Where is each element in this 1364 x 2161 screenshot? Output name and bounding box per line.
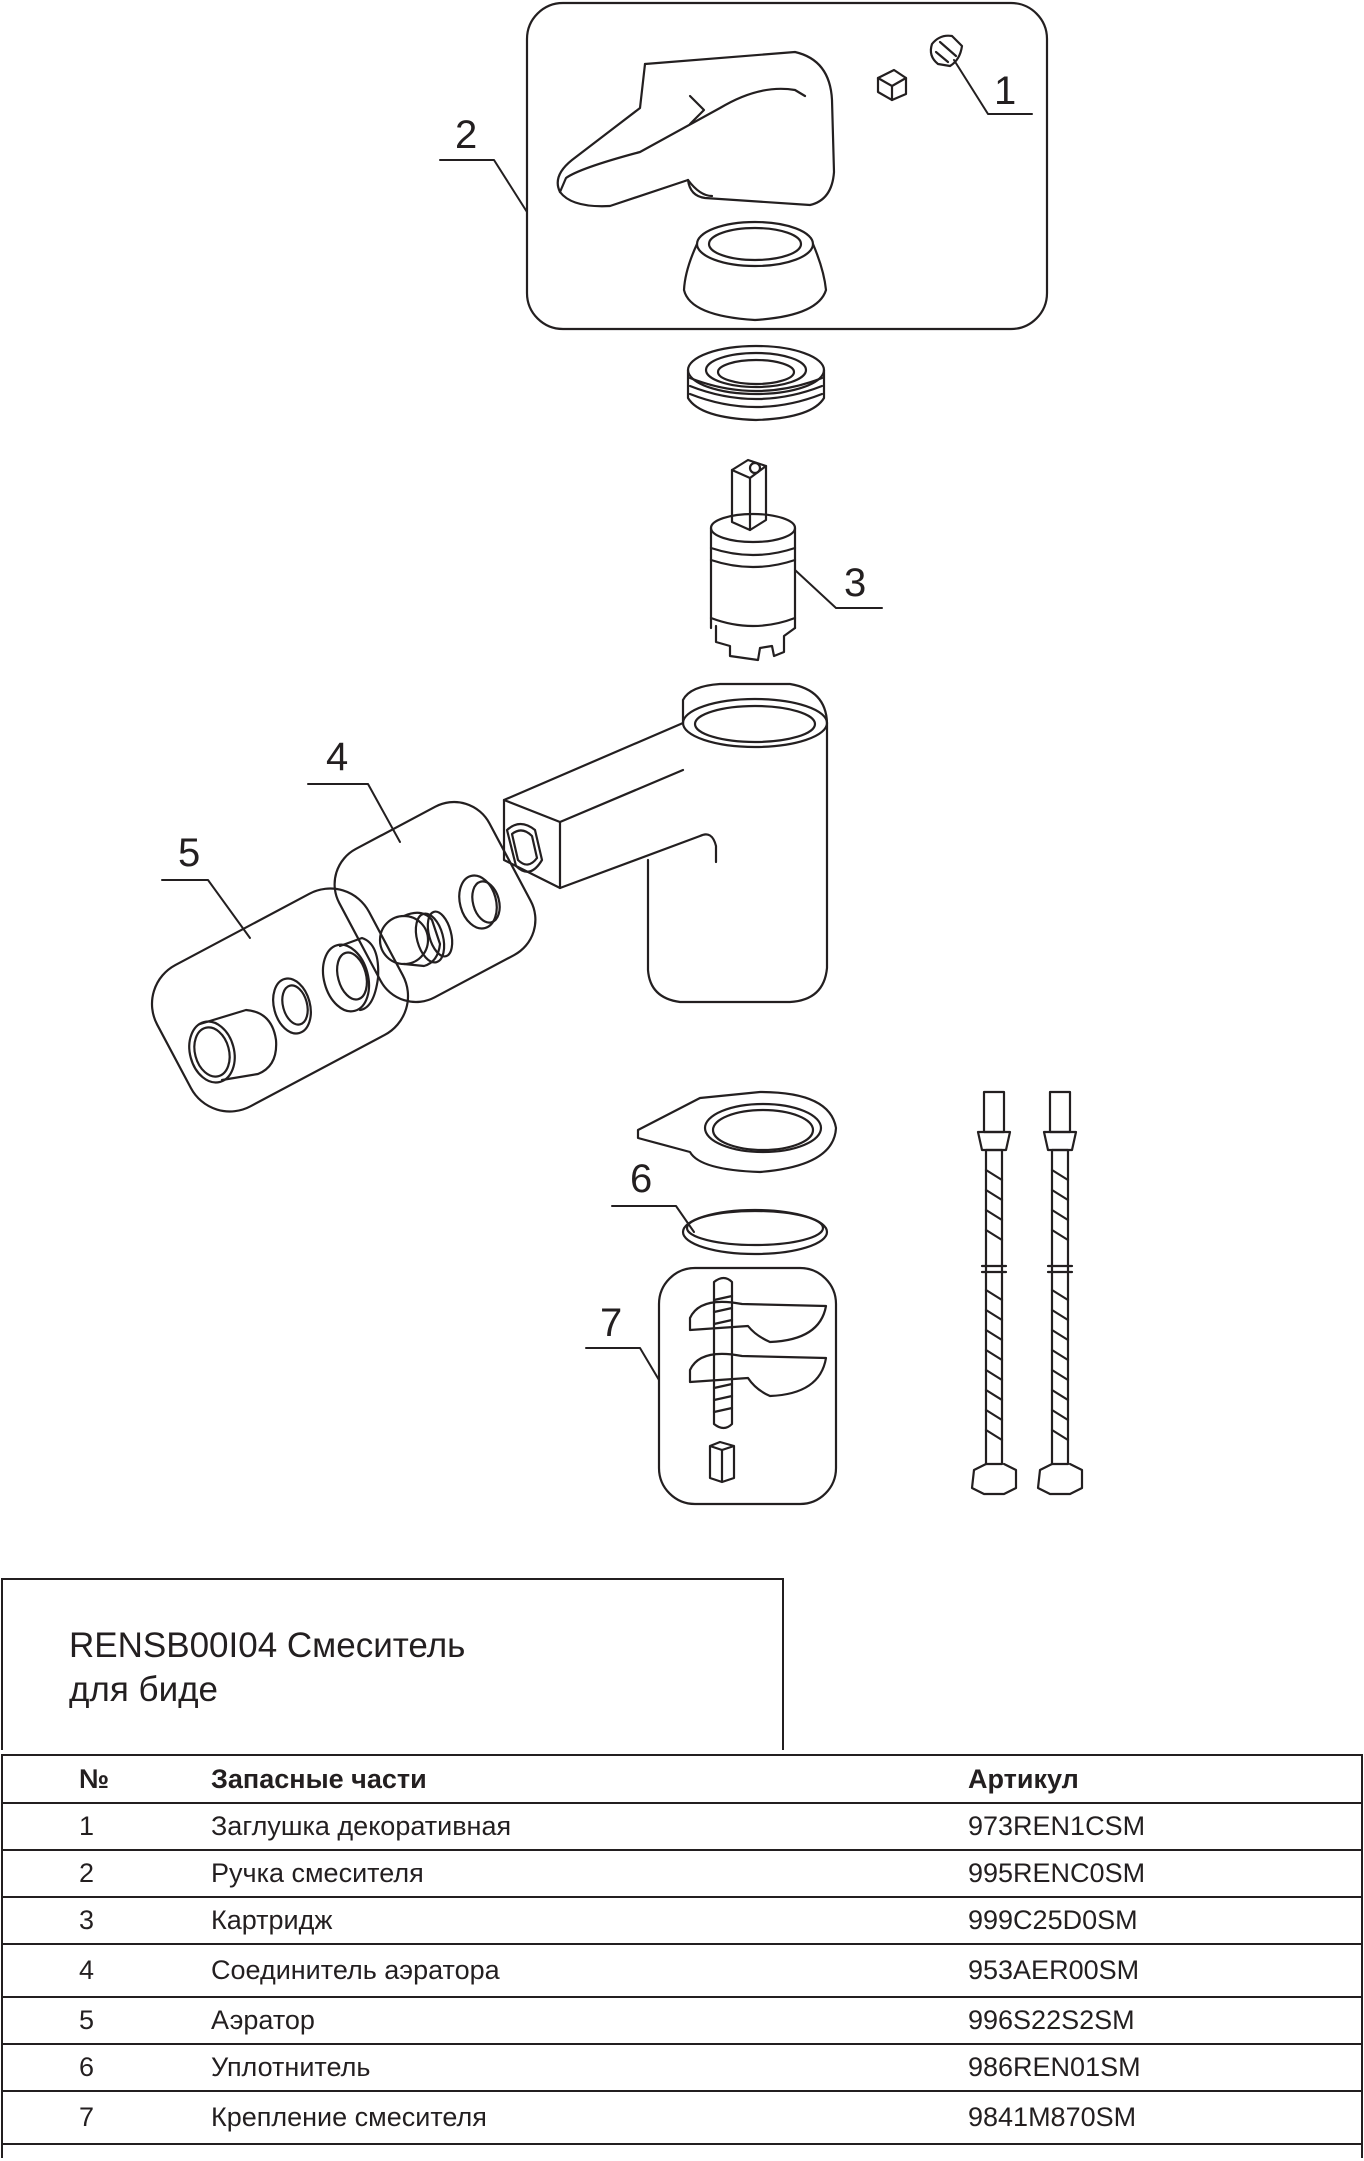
- table-row: 5 Аэратор 996S22S2SM: [1, 1996, 1363, 2045]
- cartridge-part: [709, 458, 797, 662]
- row-num: 5: [1, 1996, 131, 2045]
- row-article: 973REN1CSM: [968, 1802, 1363, 1851]
- flexible-hoses-part: [970, 1090, 1084, 1496]
- callout-labels: 1 2 3 4 5 6 7: [178, 69, 1016, 1345]
- mixer-body-part: [502, 682, 829, 1004]
- handle-part: [556, 50, 836, 208]
- table-row: 4 Соединитель аэратора 953AER00SM: [1, 1943, 1363, 1998]
- header-num: №: [1, 1754, 131, 1804]
- row-article: 9841M870SM: [968, 2090, 1363, 2145]
- row-num: 4: [1, 1943, 131, 1998]
- row-num: 2: [1, 1849, 131, 1898]
- row-name: Крепление смесителя: [131, 2090, 968, 2145]
- table-header-row: № Запасные части Артикул: [1, 1754, 1363, 1804]
- table-row: 6 Уплотнитель 986REN01SM: [1, 2043, 1363, 2092]
- row-name: Уплотнитель: [131, 2043, 968, 2092]
- row-num: 3: [1, 1896, 131, 1945]
- callout-4: 4: [326, 735, 348, 779]
- callout-7: 7: [600, 1301, 622, 1345]
- aerator-group-frame: [150, 887, 410, 1113]
- row-article: 999C25D0SM: [968, 1896, 1363, 1945]
- exploded-diagram: 1 2 3 4 5 6 7: [150, 1, 1084, 1506]
- seal-part: [681, 1208, 829, 1256]
- header-name: Запасные части: [131, 1754, 968, 1804]
- threaded-nut-part: [686, 344, 826, 422]
- spare-parts-table: № Запасные части Артикул 1 Заглушка деко…: [1, 1754, 1363, 2145]
- cap-part: [682, 220, 828, 322]
- callout-3: 3: [844, 561, 866, 605]
- row-num: 7: [1, 2090, 131, 2145]
- aerator-part: [188, 936, 380, 1084]
- callout-5: 5: [178, 831, 200, 875]
- leader-lines: [161, 59, 1033, 1381]
- table-row: 3 Картридж 999C25D0SM: [1, 1896, 1363, 1945]
- aerator-connector-part: [378, 874, 501, 968]
- row-name: Ручка смесителя: [131, 1849, 968, 1898]
- callout-6: 6: [630, 1157, 652, 1201]
- fastener-group-frame: [657, 1266, 838, 1506]
- connector-group-frame: [333, 800, 537, 1004]
- product-title: RENSB00I04 Смеситель для биде: [69, 1626, 466, 1709]
- header-article: Артикул: [968, 1754, 1363, 1804]
- row-article: 996S22S2SM: [968, 1996, 1363, 2045]
- row-name: Аэратор: [131, 1996, 968, 2045]
- base-plate-part: [636, 1090, 838, 1174]
- table-row: 2 Ручка смесителя 995RENC0SM: [1, 1849, 1363, 1898]
- row-article: 995RENC0SM: [968, 1849, 1363, 1898]
- row-article: 953AER00SM: [968, 1943, 1363, 1998]
- row-num: 6: [1, 2043, 131, 2092]
- callout-1: 1: [994, 69, 1016, 113]
- row-num: 1: [1, 1802, 131, 1851]
- callout-2: 2: [455, 113, 477, 157]
- title-box: RENSB00I04 Смеситель для биде: [1, 1578, 784, 1750]
- handle-group-frame: [525, 1, 1049, 331]
- row-name: Картридж: [131, 1896, 968, 1945]
- table-row: 1 Заглушка декоративная 973REN1CSM: [1, 1802, 1363, 1851]
- row-name: Соединитель аэратора: [131, 1943, 968, 1998]
- fastener-part: [688, 1276, 828, 1484]
- row-name: Заглушка декоративная: [131, 1802, 968, 1851]
- table-row: 7 Крепление смесителя 9841M870SM: [1, 2090, 1363, 2145]
- row-article: 986REN01SM: [968, 2043, 1363, 2092]
- set-screw-part: [876, 34, 964, 102]
